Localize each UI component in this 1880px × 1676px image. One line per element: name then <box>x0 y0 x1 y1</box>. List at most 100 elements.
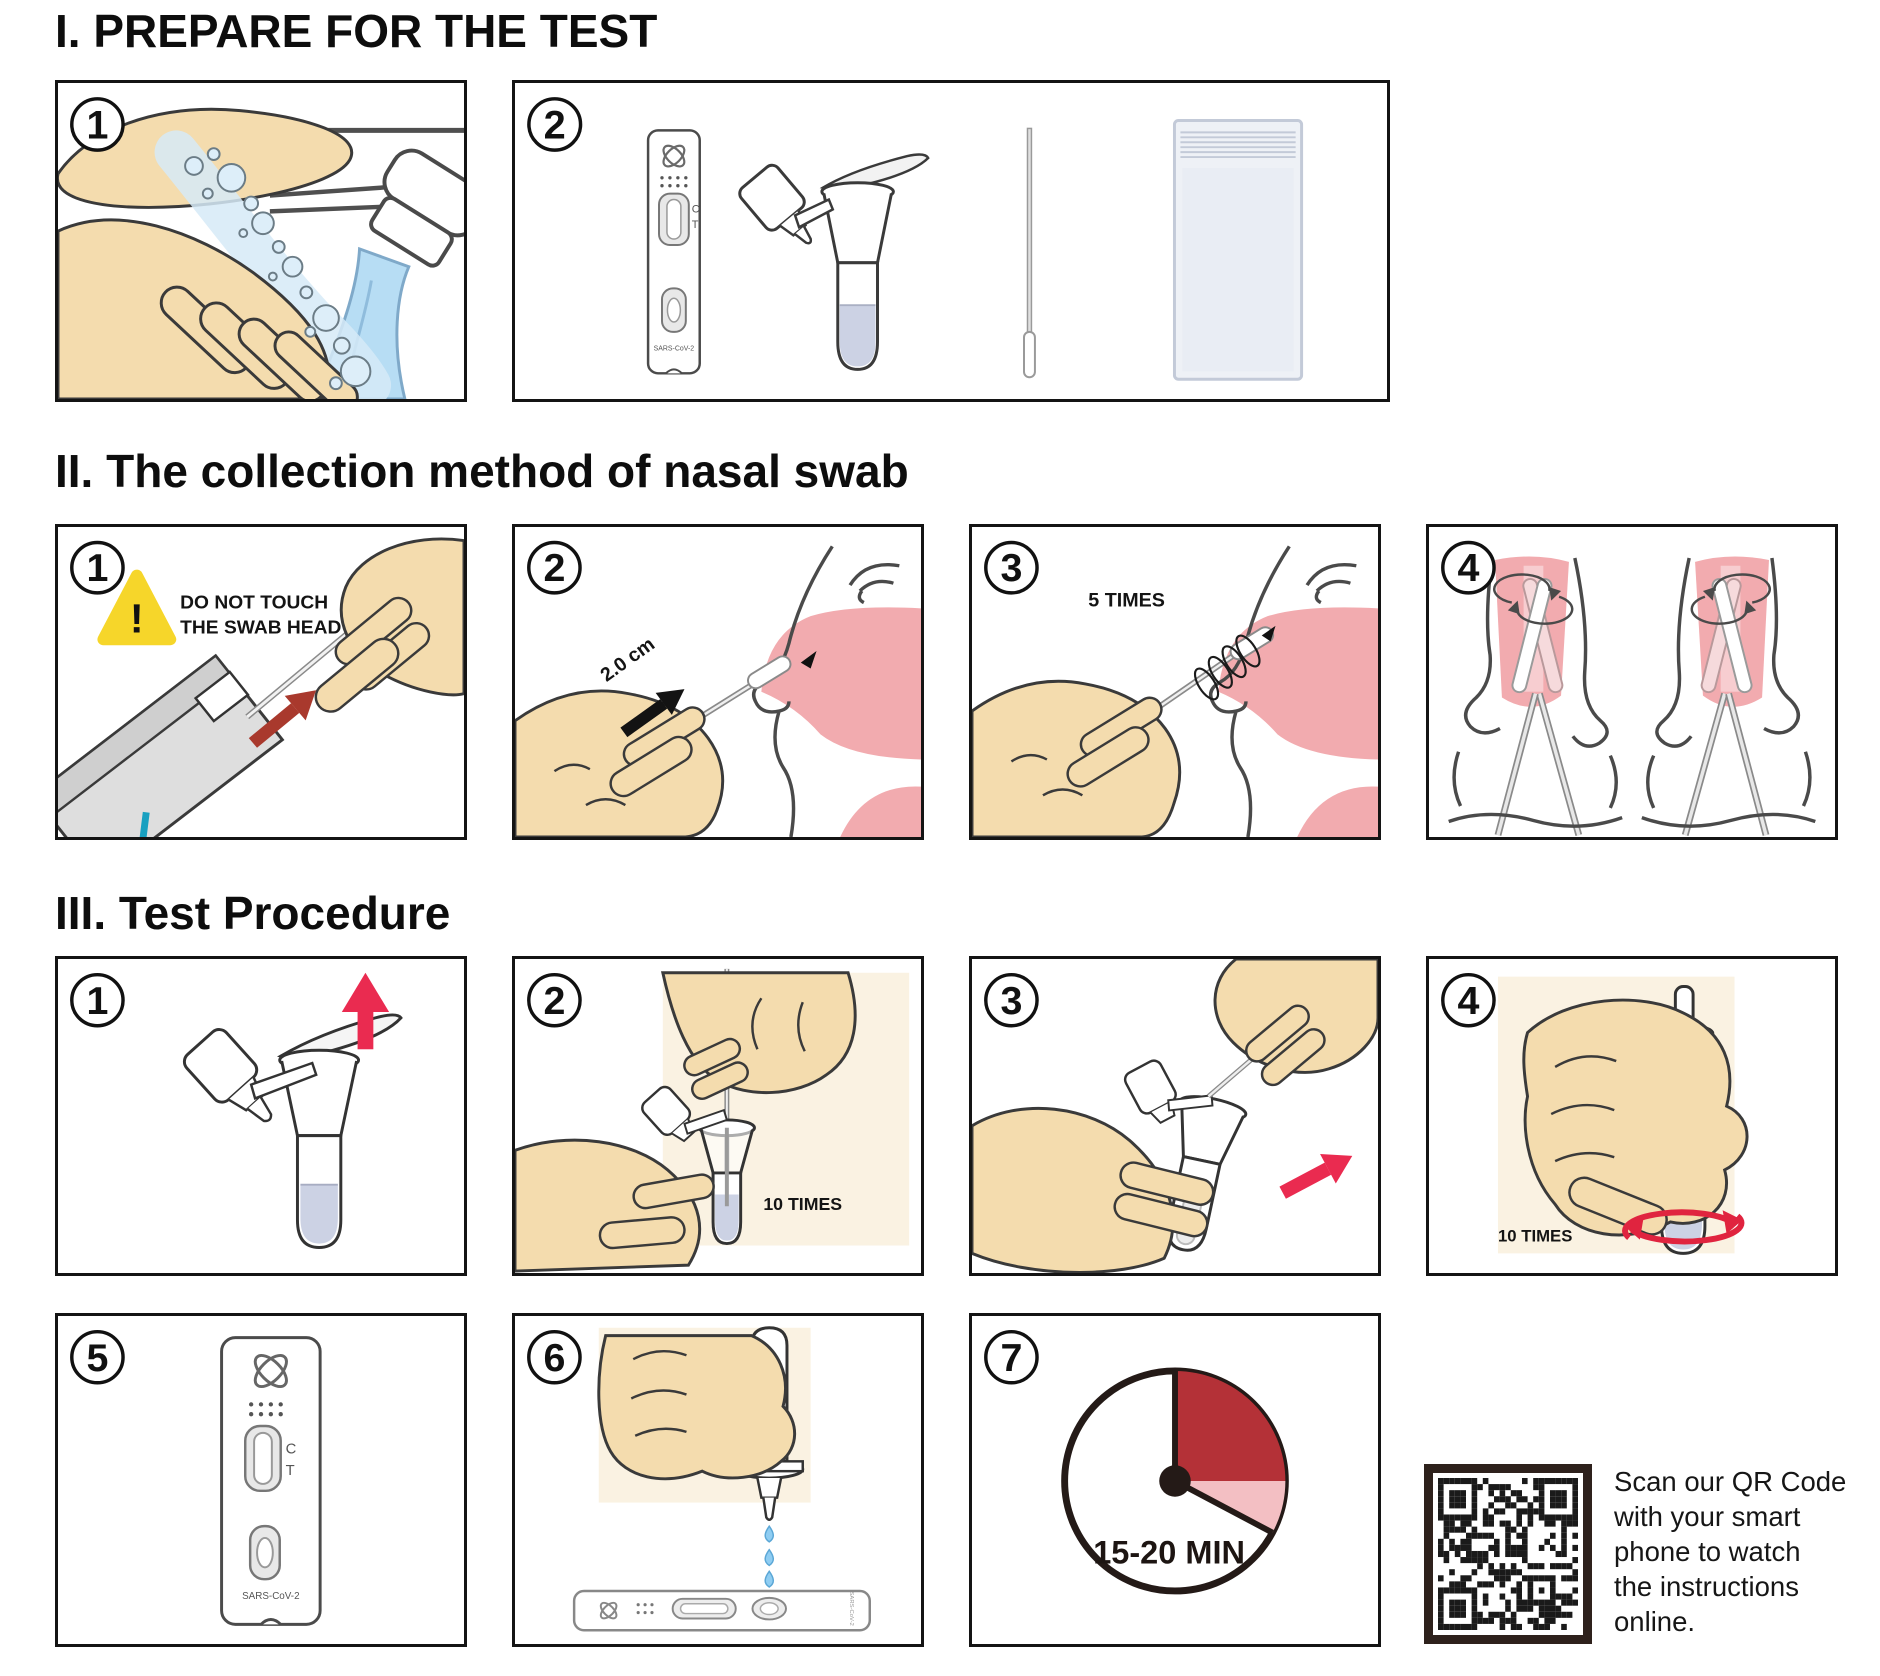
illustration-cassette: C T SARS-CoV-2 5 <box>70 1329 322 1626</box>
fingers <box>1113 1161 1215 1238</box>
step-badge: 7 <box>984 1329 1039 1385</box>
panel-test-step6: SARS-CoV-2 6 <box>512 1313 924 1647</box>
tube-icon <box>641 1085 756 1246</box>
panel-test-step1: 1 <box>55 956 467 1276</box>
brand-logo-icon <box>253 1353 288 1388</box>
step-number: 1 <box>86 979 108 1023</box>
droplets <box>764 1524 775 1588</box>
soap-bubbles <box>184 147 372 391</box>
fingers <box>598 1173 715 1250</box>
vent-dots <box>660 176 688 188</box>
fingers <box>1245 1004 1326 1087</box>
step-number: 4 <box>1457 548 1479 591</box>
illustration-remove-swab-tube: 3 <box>972 959 1378 1273</box>
panel-test-step2: 10 TIMES 2 <box>512 956 924 1276</box>
illustration-remove-swab: ! DO NOT TOUCH THE SWAB HEAD 1 <box>58 537 464 837</box>
section1-title: I. PREPARE FOR THE TEST <box>55 5 658 57</box>
rotate-arrows-icon <box>1622 1209 1745 1245</box>
step-badge: 4 <box>1441 972 1496 1028</box>
qr-caption-line: with your smart <box>1614 1501 1801 1532</box>
step-number: 3 <box>1000 979 1022 1023</box>
fist <box>1522 998 1749 1237</box>
extraction-tube-icon <box>738 153 930 371</box>
panel-test-step5: C T SARS-CoV-2 5 <box>55 1313 467 1647</box>
panel-collect-step1: ! DO NOT TOUCH THE SWAB HEAD 1 <box>55 524 467 840</box>
illustration-both-nostrils: 4 <box>1441 540 1816 836</box>
qr-caption-line: online. <box>1614 1606 1696 1637</box>
step-badge: 1 <box>70 540 125 595</box>
dropper-cap-icon <box>738 163 813 245</box>
step-number: 2 <box>544 103 566 147</box>
times-label: 10 TIMES <box>1498 1227 1572 1246</box>
illustration-timer: 15-20 MIN 7 <box>984 1329 1289 1595</box>
depth-label: 2.0 cm <box>596 633 659 686</box>
illustration-wash-hands: 1 <box>58 97 464 399</box>
step-badge: 3 <box>984 972 1039 1028</box>
step-number: 6 <box>543 1336 565 1380</box>
test-cassette-icon: C T SARS-CoV-2 <box>646 129 701 375</box>
cassette-top-view: SARS-CoV-2 <box>572 1589 871 1632</box>
panel-test-step7: 15-20 MIN 7 <box>969 1313 1381 1647</box>
panel-collect-step4: 4 <box>1426 524 1838 840</box>
teal-chevron <box>108 811 150 837</box>
ziplock-bag-icon <box>1172 119 1304 381</box>
product-name-label: SARS-CoV-2 <box>848 1591 854 1625</box>
test-cassette-icon: C T SARS-CoV-2 <box>220 1336 322 1626</box>
illustration-insert-swab: 2.0 cm 2 <box>515 540 921 837</box>
step-number: 2 <box>543 979 565 1023</box>
times-label: 5 TIMES <box>1088 590 1165 612</box>
red-arrow-icon <box>248 690 317 748</box>
swab-wrapper <box>58 653 285 837</box>
warning-text-line1: DO NOT TOUCH <box>180 593 328 614</box>
qr-code <box>1424 1464 1592 1644</box>
step-number: 5 <box>86 1336 108 1380</box>
rotation-coil <box>1193 634 1261 701</box>
left-nose <box>1448 556 1623 836</box>
step-badge: 2 <box>527 972 582 1028</box>
panel-test-step3: 3 <box>969 956 1381 1276</box>
control-line-label: C <box>692 203 700 215</box>
step-badge: 2 <box>527 97 583 152</box>
red-arrow-up-icon <box>341 972 390 1050</box>
fingers <box>1066 696 1163 788</box>
panel-collect-step3: 5 TIMES 3 <box>969 524 1381 840</box>
step-number: 3 <box>1000 548 1022 591</box>
test-line-label: T <box>692 219 699 231</box>
illustration-stir-swab: 10 TIMES 2 <box>515 968 910 1273</box>
product-name-label: SARS-CoV-2 <box>654 346 695 353</box>
panel-test-step4: 10 TIMES 4 <box>1426 956 1838 1276</box>
step-number: 2 <box>543 548 565 591</box>
step-badge: 4 <box>1441 540 1496 595</box>
duration-label: 15-20 MIN <box>1093 1535 1245 1571</box>
black-arrow-icon <box>620 689 685 738</box>
faucet-icon <box>369 148 464 268</box>
product-name-label: SARS-CoV-2 <box>242 1591 299 1602</box>
qr-pattern <box>1438 1478 1578 1630</box>
dropper-cap-icon <box>1123 1059 1177 1125</box>
panel-prepare-step2: C T SARS-CoV-2 <box>512 80 1390 402</box>
qr-caption-line: the instructions <box>1614 1571 1799 1602</box>
fingers <box>609 706 706 798</box>
illustration-kit-contents: C T SARS-CoV-2 <box>527 97 1304 381</box>
vent-dots <box>248 1402 283 1417</box>
fingers <box>683 1037 749 1101</box>
step-badge: 1 <box>70 972 125 1028</box>
step-badge: 1 <box>70 97 125 152</box>
warning-text-line2: THE SWAB HEAD <box>180 618 341 639</box>
step-badge: 5 <box>70 1329 125 1385</box>
swab-icon <box>1023 127 1036 379</box>
step-badge: 2 <box>527 540 582 595</box>
section2-title: II. The collection method of nasal swab <box>55 445 909 497</box>
illustration-rotate-swab: 5 TIMES 3 <box>972 540 1378 837</box>
fist <box>597 1334 797 1481</box>
extraction-tube-icon <box>182 1013 403 1249</box>
timer-icon: 15-20 MIN <box>1061 1367 1289 1595</box>
warning-mark: ! <box>130 596 144 642</box>
rotate-arrows-icon <box>1493 573 1574 625</box>
dropper-cap-icon <box>641 1085 696 1143</box>
test-line-label: T <box>286 1463 295 1479</box>
brand-logo-icon <box>662 144 686 168</box>
step-badge: 3 <box>984 540 1039 595</box>
step-number: 1 <box>86 103 108 147</box>
